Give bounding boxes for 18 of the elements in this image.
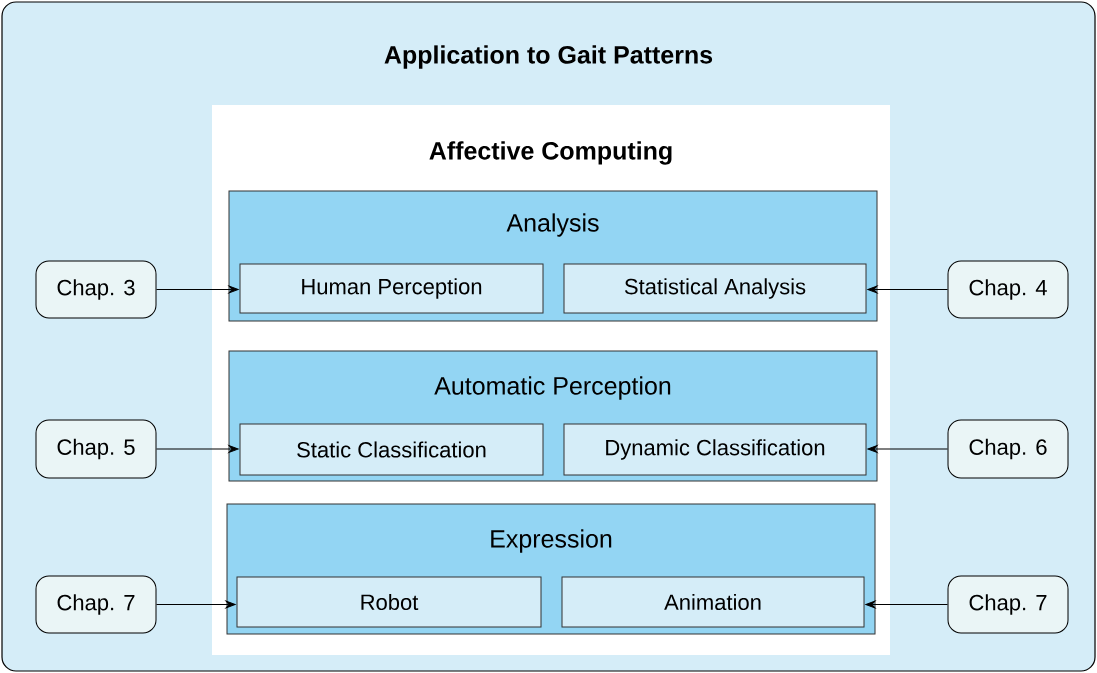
arrow — [867, 445, 948, 453]
item-box: Robot — [236, 576, 542, 628]
item-box: Static Classification — [239, 423, 544, 476]
item-box: Human Perception — [239, 263, 544, 314]
chapter-box: Chap. 7 — [35, 575, 157, 634]
arrow — [865, 600, 948, 609]
chapter-box: Chap. 6 — [947, 419, 1069, 479]
arrow — [867, 285, 948, 294]
chapter-box: Chap. 3 — [35, 260, 157, 319]
arrow — [156, 600, 236, 609]
item-box: Animation — [561, 576, 865, 628]
chapter-box: Chap. 4 — [947, 260, 1069, 319]
item-box: Statistical Analysis — [563, 263, 867, 314]
arrow — [156, 445, 239, 453]
arrow — [156, 285, 239, 294]
item-box: Dynamic Classification — [563, 423, 867, 476]
chapter-box: Chap. 7 — [947, 575, 1069, 634]
chapter-box: Chap. 5 — [35, 419, 157, 479]
